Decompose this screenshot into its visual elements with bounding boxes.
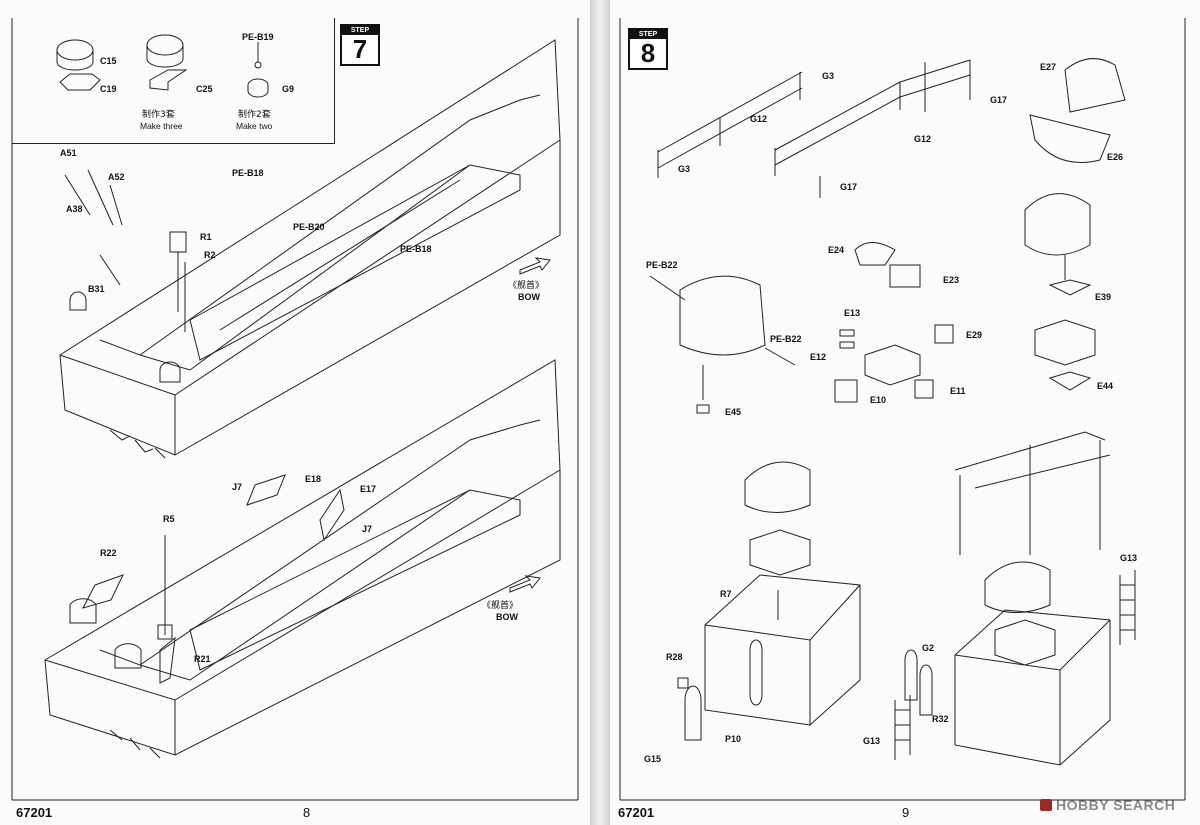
bow-en-upper: BOW: [518, 292, 541, 302]
label-pe-b22-right: PE-B22: [770, 334, 802, 344]
label-e24: E24: [828, 245, 844, 255]
step-number: 7: [352, 34, 368, 64]
label-p10: P10: [725, 734, 741, 744]
step-label: STEP: [342, 26, 378, 35]
label-b31: B31: [88, 284, 105, 294]
step7-badge: STEP 7: [340, 24, 380, 66]
step7-drawing: C15 C19 C25 制作3套 Make three PE-B19 G9 制作…: [11, 18, 579, 801]
label-r32: R32: [932, 714, 949, 724]
step-number: 8: [640, 38, 656, 68]
label-c19: C19: [100, 84, 117, 94]
make-three-cn: 制作3套: [142, 108, 175, 120]
step-label: STEP: [630, 30, 666, 39]
label-r5: R5: [163, 514, 175, 524]
step8-drawing: G3 G12 G3 G17 G12 G17 E27 E26 E24 E23 PE…: [619, 18, 1186, 801]
hobby-search-logo-icon: [1040, 799, 1052, 811]
label-c15: C15: [100, 56, 117, 66]
label-g2: G2: [922, 643, 934, 653]
label-r7: R7: [720, 589, 732, 599]
label-pe-b18-upper: PE-B18: [232, 168, 264, 178]
label-a52: A52: [108, 172, 125, 182]
label-j7-right: J7: [362, 524, 372, 534]
label-g15: G15: [644, 754, 661, 764]
label-r28: R28: [666, 652, 683, 662]
label-e11: E11: [950, 386, 966, 396]
label-e44: E44: [1097, 381, 1113, 391]
label-e39: E39: [1095, 292, 1111, 302]
label-g9: G9: [282, 84, 294, 94]
label-e27: E27: [1040, 62, 1056, 72]
page-number-left: 8: [303, 805, 311, 820]
part-code-left: 67201: [16, 805, 53, 820]
label-pe-b19: PE-B19: [242, 32, 274, 42]
label-r21: R21: [194, 654, 211, 664]
step8-badge: STEP 8: [628, 28, 668, 70]
label-g12-left: G12: [750, 114, 767, 124]
label-pe-b18-right: PE-B18: [400, 244, 432, 254]
label-j7-left: J7: [232, 482, 242, 492]
label-e26: E26: [1107, 152, 1123, 162]
bow-cn-lower: 《舰首》: [482, 599, 518, 611]
label-g13-right: G13: [1120, 553, 1137, 563]
right-page: G3 G12 G3 G17 G12 G17 E27 E26 E24 E23 PE…: [610, 0, 1200, 825]
hobby-search-watermark: HOBBY SEARCH: [1040, 797, 1175, 813]
label-e23: E23: [943, 275, 959, 285]
label-e13: E13: [844, 308, 860, 318]
label-e45: E45: [725, 407, 741, 417]
label-e10: E10: [870, 395, 886, 405]
make-three-en: Make three: [140, 121, 183, 131]
bow-en-lower: BOW: [496, 612, 519, 622]
label-r22: R22: [100, 548, 117, 558]
part-code-right: 67201: [618, 805, 655, 820]
label-r2: R2: [204, 250, 216, 260]
watermark-text: HOBBY SEARCH: [1056, 797, 1176, 813]
label-g3-bottom: G3: [678, 164, 690, 174]
label-pe-b20: PE-B20: [293, 222, 325, 232]
label-e17: E17: [360, 484, 376, 494]
label-g17-top: G17: [990, 95, 1007, 105]
label-r1: R1: [200, 232, 212, 242]
bow-cn-upper: 《舰首》: [508, 279, 544, 291]
label-a51: A51: [60, 148, 77, 158]
label-a38: A38: [66, 204, 83, 214]
left-page: C15 C19 C25 制作3套 Make three PE-B19 G9 制作…: [0, 0, 590, 825]
label-c25: C25: [196, 84, 213, 94]
label-pe-b22-left: PE-B22: [646, 260, 678, 270]
step7-inset-box: [12, 18, 335, 144]
label-g17-bottom: G17: [840, 182, 857, 192]
label-g13-left: G13: [863, 736, 880, 746]
label-g3-top: G3: [822, 71, 834, 81]
make-two-cn: 制作2套: [238, 108, 271, 120]
label-g12-right: G12: [914, 134, 931, 144]
label-e12: E12: [810, 352, 826, 362]
label-e29: E29: [966, 330, 982, 340]
label-e18: E18: [305, 474, 321, 484]
book-spine: [590, 0, 610, 825]
page-number-right: 9: [902, 805, 910, 820]
make-two-en: Make two: [236, 121, 273, 131]
